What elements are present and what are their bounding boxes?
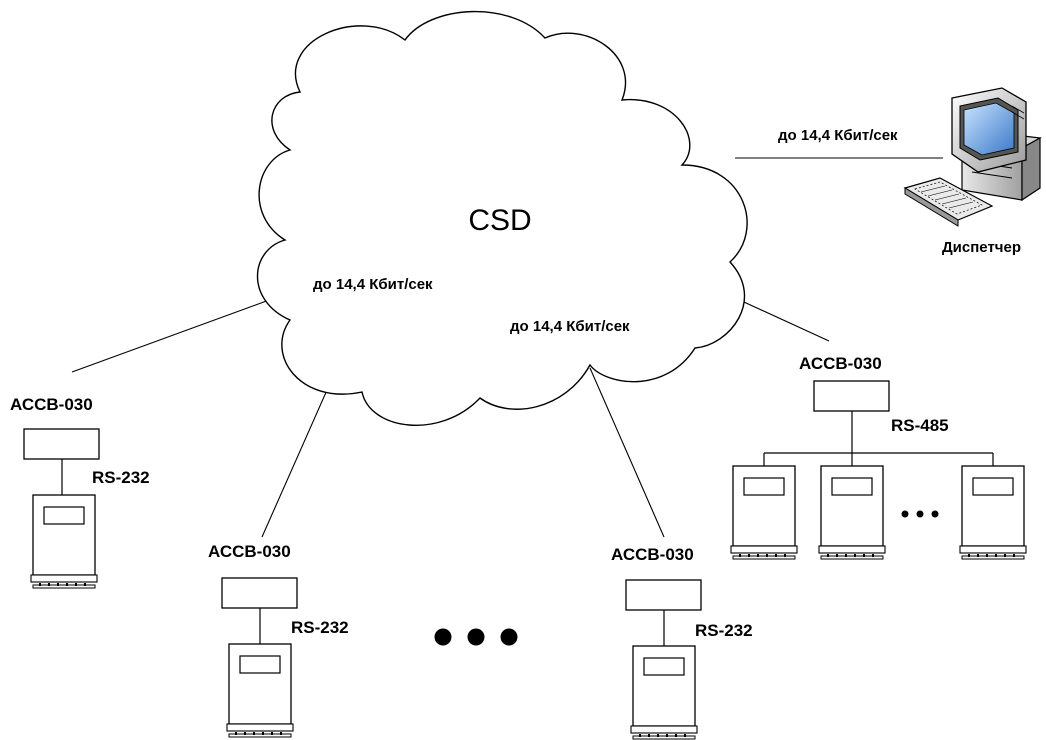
bus-label: RS-232 [291, 618, 349, 637]
modem-box [625, 579, 702, 611]
computer-icon [903, 87, 1042, 227]
ellipsis-small [901, 510, 939, 518]
node-3: АССВ-030 RS-232 [611, 545, 753, 740]
node-2: АССВ-030 RS-232 [208, 542, 349, 738]
modem-label: АССВ-030 [611, 545, 694, 564]
link-node-4 [732, 296, 830, 342]
modem-label: АССВ-030 [10, 395, 93, 414]
link-node-3 [589, 367, 665, 538]
modem-box [221, 577, 298, 609]
modem-box [813, 380, 890, 412]
meter-icon [959, 465, 1027, 560]
bus-label: RS-232 [695, 621, 753, 640]
csd-cloud [256, 10, 748, 426]
node-1: АССВ-030 RS-232 [10, 395, 150, 589]
meter-icon [818, 465, 886, 560]
modem-box [23, 428, 100, 460]
meter-icon [630, 645, 698, 740]
speed-label-dispatcher: до 14,4 Кбит/сек [778, 127, 898, 144]
node-4: АССВ-030 RS-485 [730, 354, 1027, 560]
connection-lines [71, 157, 943, 538]
link-node-1 [71, 294, 284, 373]
speed-label-left: до 14,4 Кбит/сек [313, 276, 433, 293]
meter-icon [226, 643, 294, 738]
modem-label: АССВ-030 [208, 542, 291, 561]
link-node-2 [261, 371, 336, 538]
meter-icon [730, 465, 798, 560]
bus-label: RS-232 [92, 468, 150, 487]
ellipsis-large [434, 628, 518, 646]
modem-label: АССВ-030 [799, 354, 882, 373]
meter-icon [30, 494, 98, 589]
dispatcher-label: Диспетчер [942, 239, 1021, 256]
cloud-label: CSD [468, 204, 531, 237]
speed-label-middle: до 14,4 Кбит/сек [510, 318, 630, 335]
bus-label: RS-485 [891, 416, 949, 435]
